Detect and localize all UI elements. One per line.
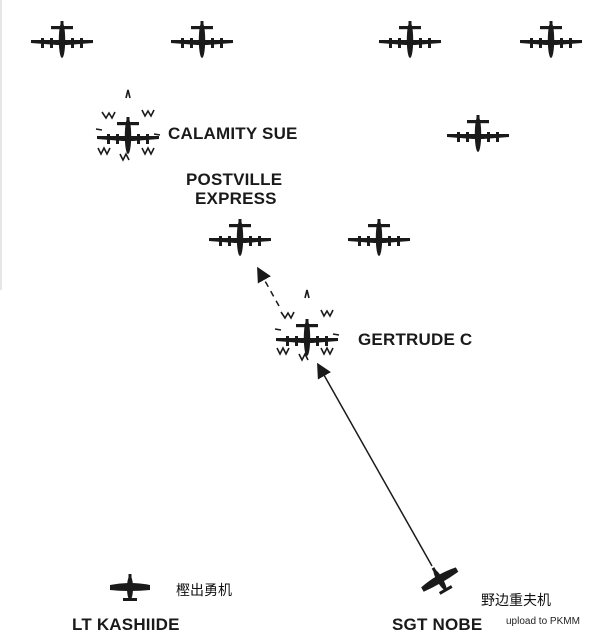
bomber-8 (348, 219, 410, 256)
label-gertrude-c: GERTRUDE C (358, 330, 473, 349)
label-postville-line2: EXPRESS (195, 189, 277, 208)
label-nobe-jp: 野边重夫机 (481, 593, 551, 609)
left-edge-shading (0, 0, 2, 290)
label-lt-kashiide: LT KASHIIDE (72, 615, 180, 634)
dashed-trajectory-arrow (257, 266, 280, 307)
fighter-sgt-nobe (415, 557, 464, 602)
label-postville-line1: POSTVILLE (186, 170, 283, 189)
fighter-lt-kashiide (110, 574, 150, 601)
label-kashiide-jp: 樫出勇机 (176, 583, 232, 599)
attack-line-arrow (317, 362, 433, 567)
label-sgt-nobe: SGT NOBE (392, 615, 483, 634)
label-calamity-sue: CALAMITY SUE (168, 124, 298, 143)
upload-credit: upload to PKMM (506, 616, 580, 627)
bomber-2 (171, 21, 233, 58)
bomber-4 (520, 21, 582, 58)
bomber-1 (31, 21, 93, 58)
bomber-calamity-sue (97, 117, 159, 154)
bomber-postville-express (209, 219, 271, 256)
bomber-3 (379, 21, 441, 58)
bomber-6 (447, 115, 509, 152)
